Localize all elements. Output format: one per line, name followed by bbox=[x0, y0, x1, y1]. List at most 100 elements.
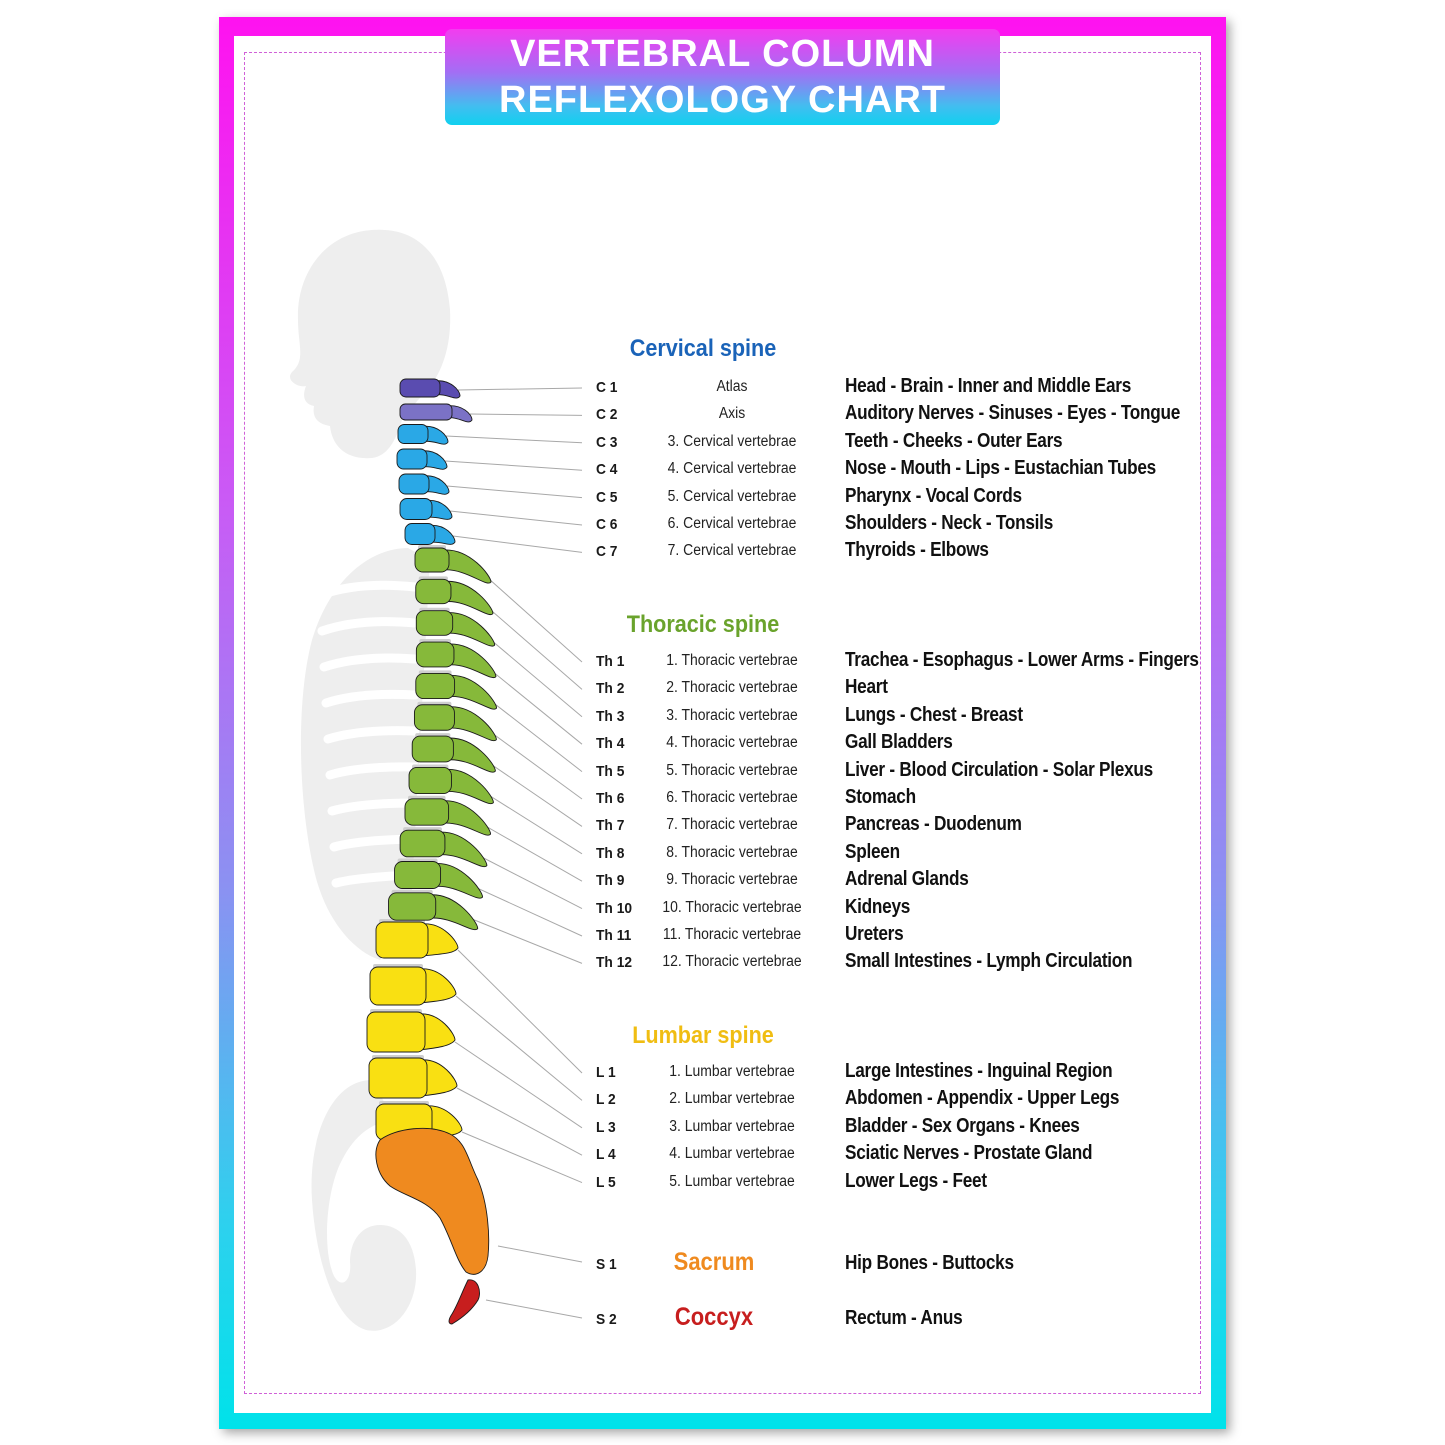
vertebra-code: C 6 bbox=[596, 516, 618, 533]
vertebra-body bbox=[399, 498, 433, 520]
vertebra-name: 6. Thoracic vertebrae bbox=[666, 789, 798, 806]
skull-silhouette bbox=[290, 229, 451, 459]
spinous-process bbox=[444, 768, 494, 805]
vertebra-body bbox=[415, 672, 456, 700]
title-line-1: VERTEBRAL COLUMN bbox=[510, 33, 935, 75]
leader-line bbox=[483, 664, 583, 745]
spinous-process bbox=[420, 450, 448, 470]
rib-gap bbox=[317, 617, 420, 636]
rib-gap bbox=[325, 762, 420, 780]
ribcage-silhouette bbox=[300, 548, 430, 960]
vertebra-code: L 5 bbox=[596, 1173, 616, 1191]
leader-line bbox=[457, 949, 583, 1074]
vertebra-name: 12. Thoracic vertebrae bbox=[662, 953, 802, 971]
organ-list: Trachea - Esophagus - Lower Arms - Finge… bbox=[845, 649, 1199, 671]
vertebra-body bbox=[408, 767, 452, 795]
leader-line bbox=[465, 916, 583, 964]
vertebra-code: Th 2 bbox=[596, 680, 625, 698]
vertebra-code: C 4 bbox=[596, 461, 618, 479]
sacrum-bone bbox=[375, 1127, 490, 1275]
vertebra-body bbox=[369, 966, 427, 1006]
leader-line bbox=[446, 485, 583, 499]
vertebra-body bbox=[404, 798, 450, 826]
vertebra-code: S 1 bbox=[596, 1256, 617, 1273]
spinous-process bbox=[447, 706, 497, 742]
leader-line bbox=[484, 727, 583, 800]
leader-line bbox=[469, 413, 583, 416]
coccyx-bone bbox=[448, 1279, 480, 1325]
organ-list: Stomach bbox=[845, 786, 916, 808]
vertebra-code: L 1 bbox=[596, 1064, 616, 1081]
vertebra-body bbox=[413, 704, 455, 731]
vertebra-code: S 2 bbox=[596, 1311, 617, 1328]
organ-list: Rectum - Anus bbox=[845, 1307, 963, 1329]
organ-list: Small Intestines - Lymph Circulation bbox=[845, 950, 1133, 973]
spinous-process bbox=[425, 499, 453, 520]
vertebra-code: Th 8 bbox=[596, 844, 625, 862]
vertebra-code: C 2 bbox=[596, 406, 618, 424]
vertebra-body bbox=[399, 378, 441, 398]
leader-line bbox=[470, 884, 583, 937]
leader-line bbox=[480, 601, 583, 690]
organ-list: Large Intestines - Inguinal Region bbox=[845, 1060, 1113, 1082]
vertebra-name: 11. Thoracic vertebrae bbox=[662, 926, 802, 943]
vertebra-name: 5. Cervical vertebrae bbox=[667, 487, 797, 505]
leader-line bbox=[455, 995, 583, 1101]
leader-line bbox=[481, 790, 583, 855]
vertebra-code: Th 7 bbox=[596, 817, 625, 835]
spinous-process bbox=[446, 737, 496, 773]
leader-line bbox=[482, 632, 583, 718]
spinous-process bbox=[445, 405, 473, 423]
vertebra-body bbox=[368, 1057, 428, 1099]
vertebra-body bbox=[366, 1011, 426, 1053]
sacral-name: Coccyx bbox=[674, 1303, 754, 1331]
vertebra-name: 3. Lumbar vertebrae bbox=[669, 1117, 795, 1135]
vertebra-code: Th 1 bbox=[596, 653, 625, 670]
leader-line bbox=[478, 569, 583, 663]
leader-line bbox=[456, 1087, 583, 1156]
spinous-process bbox=[418, 1013, 456, 1051]
rib-gap bbox=[319, 653, 420, 672]
spinous-process bbox=[444, 580, 494, 616]
leader-line bbox=[449, 510, 583, 526]
vertebra-name: 2. Lumbar vertebrae bbox=[669, 1090, 795, 1108]
vertebra-code: Th 3 bbox=[596, 707, 625, 725]
vertebra-body bbox=[411, 735, 454, 763]
vertebra-code: C 3 bbox=[596, 433, 618, 451]
vertebra-code: Th 4 bbox=[596, 735, 625, 753]
rib-gap bbox=[327, 798, 420, 816]
vertebra-name: 4. Cervical vertebrae bbox=[667, 460, 797, 478]
vertebra-name: Atlas bbox=[716, 378, 748, 395]
vertebra-body bbox=[415, 610, 454, 636]
rib-gaps bbox=[315, 580, 420, 888]
organ-list: Lungs - Chest - Breast bbox=[845, 703, 1023, 726]
rib-gap bbox=[321, 689, 420, 708]
spine bbox=[366, 378, 498, 1325]
leader-lines bbox=[444, 387, 583, 1319]
organ-list: Thyroids - Elbows bbox=[845, 539, 989, 562]
vertebra-name: 1. Lumbar vertebrae bbox=[669, 1063, 795, 1080]
organ-list: Shoulders - Neck - Tonsils bbox=[845, 512, 1054, 534]
organ-list: Teeth - Cheeks - Outer Ears bbox=[845, 429, 1063, 452]
organ-list: Spleen bbox=[845, 840, 900, 863]
leader-line bbox=[444, 460, 583, 471]
vertebra-code: Th 9 bbox=[596, 872, 625, 890]
vertebra-code: C 5 bbox=[596, 488, 618, 506]
title-banner: VERTEBRAL COLUMN REFLEXOLOGY CHART bbox=[445, 29, 1000, 125]
spinous-process bbox=[434, 863, 484, 899]
vertebra-name: 5. Thoracic vertebrae bbox=[666, 761, 798, 779]
organ-list: Pharynx - Vocal Cords bbox=[845, 484, 1022, 507]
organ-list: Heart bbox=[845, 676, 888, 699]
spinous-process bbox=[420, 1059, 458, 1097]
spinous-process bbox=[442, 549, 492, 584]
organ-list: Sciatic Nerves - Prostate Gland bbox=[845, 1142, 1093, 1165]
organ-list: Auditory Nerves - Sinuses - Eyes - Tongu… bbox=[845, 402, 1181, 425]
vertebra-body bbox=[415, 578, 452, 605]
skeleton-silhouette bbox=[290, 229, 451, 1331]
organ-list: Liver - Blood Circulation - Solar Plexus bbox=[845, 758, 1153, 781]
spinous-process bbox=[421, 923, 459, 957]
vertebra-code: Th 12 bbox=[596, 954, 633, 972]
vertebra-name: 1. Thoracic vertebrae bbox=[666, 652, 798, 669]
rib-gap bbox=[323, 726, 420, 744]
